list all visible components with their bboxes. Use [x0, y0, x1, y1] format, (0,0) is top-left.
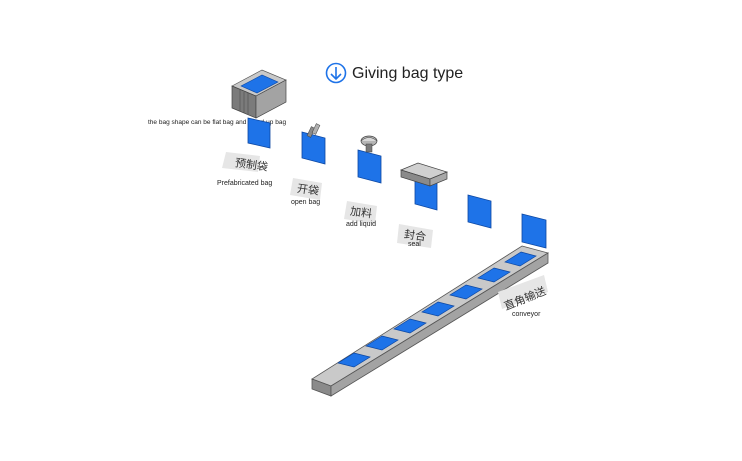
bag-1: [247, 117, 271, 149]
bag-3: [357, 149, 382, 184]
conveyor-bag: [449, 284, 483, 300]
bag-shape-note: the bag shape can be flat bag and stand-…: [148, 119, 286, 126]
conveyor-bag: [421, 301, 455, 317]
title-group: Giving bag type: [325, 62, 463, 84]
conveyor-bag: [365, 335, 399, 351]
conveyor-bag: [504, 251, 537, 267]
station-en: Prefabricated bag: [217, 180, 272, 187]
station-label-seal: 封合 seal: [397, 224, 433, 248]
station-en: add liquid: [346, 221, 376, 228]
station-label-prefabricated: 预制袋 Prefabricated bag: [217, 152, 272, 187]
filling-nozzle-icon: [360, 135, 378, 153]
gripper-icon: [306, 123, 321, 138]
conveyor-bag: [393, 318, 427, 334]
sealing-bar-icon: [399, 162, 449, 187]
conveyor-bag: [477, 267, 511, 283]
station-label-open-bag: 开袋 open bag: [290, 178, 322, 206]
bag-5: [467, 194, 492, 229]
diagram-title: Giving bag type: [352, 65, 463, 82]
bag-2: [301, 131, 326, 165]
station-cn: 加料: [349, 204, 373, 221]
station-en: conveyor: [512, 311, 541, 318]
station-en: open bag: [291, 199, 320, 206]
station-cn: 开袋: [296, 181, 320, 198]
station-en: seal: [408, 241, 421, 248]
station-cn: 预制袋: [234, 155, 269, 173]
bag-6: [521, 213, 547, 249]
bag-magazine-icon: [231, 69, 287, 119]
down-arrow-circle-icon: [325, 62, 347, 84]
station-cn: 封合: [403, 227, 427, 244]
conveyor-belt: [311, 245, 550, 397]
station-label-add-liquid: 加料 add liquid: [344, 201, 377, 228]
conveyor-bag: [337, 352, 371, 368]
